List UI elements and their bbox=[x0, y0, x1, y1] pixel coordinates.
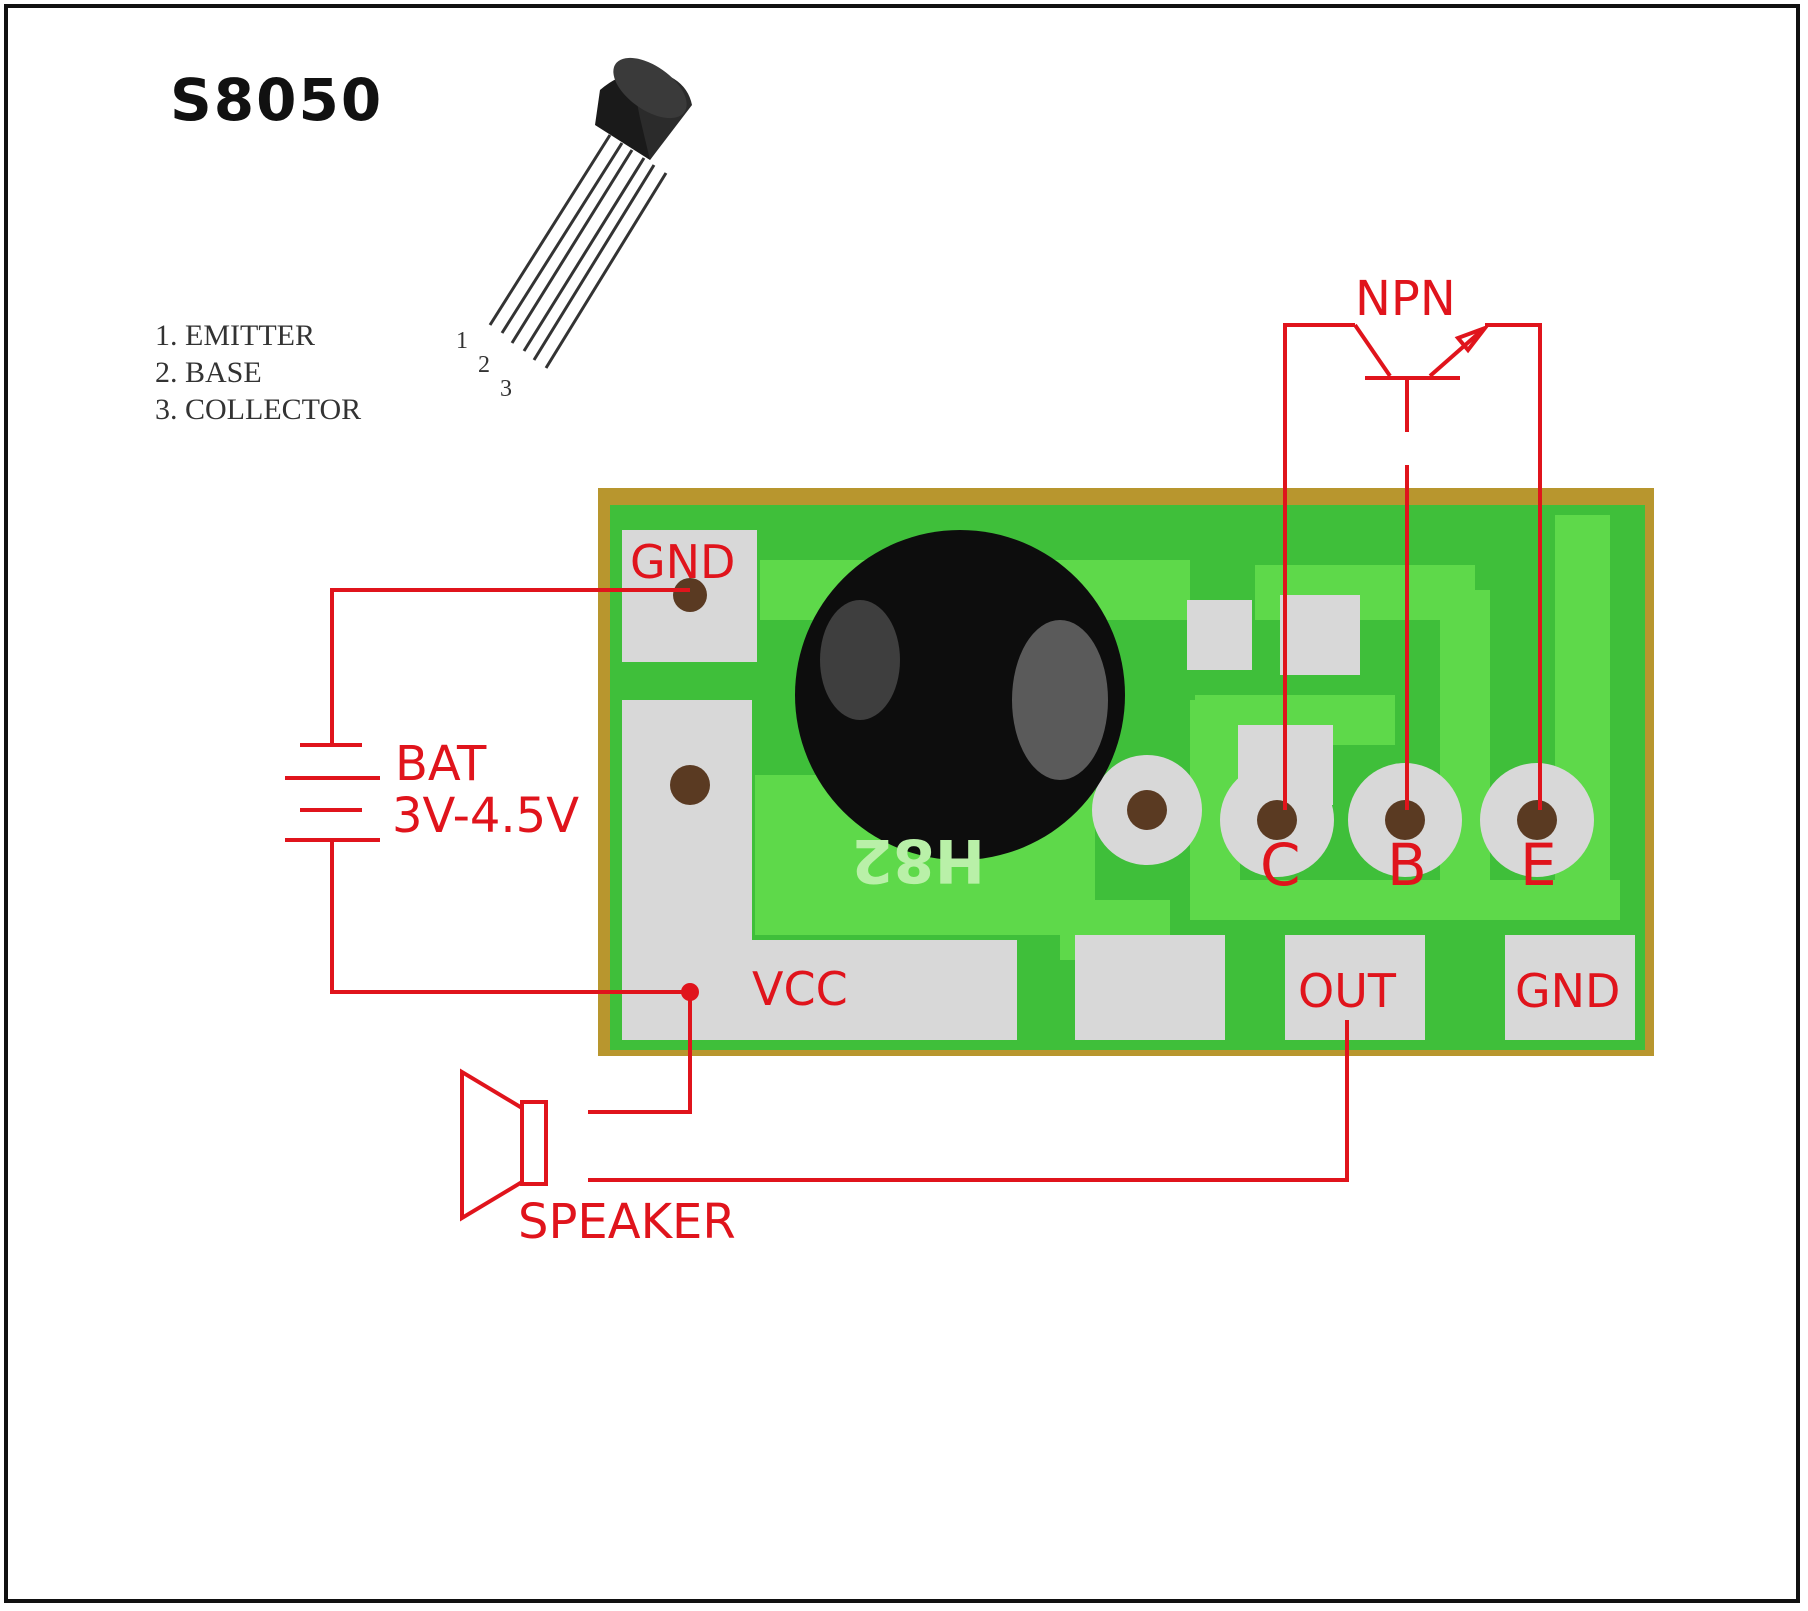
wiring bbox=[330, 323, 1542, 1182]
npn-label: NPN bbox=[1355, 271, 1456, 327]
pin-e-label: E bbox=[1520, 831, 1557, 899]
pin-number-3: 3 bbox=[500, 376, 512, 402]
diagram-frame bbox=[4, 4, 1800, 1603]
part-title: S8050 bbox=[170, 66, 383, 134]
pin-number-2: 2 bbox=[478, 352, 490, 378]
vcc-junction-dot bbox=[681, 983, 699, 1001]
pin-legend-collector: 3. COLLECTOR bbox=[155, 393, 361, 426]
out-label: OUT bbox=[1298, 964, 1397, 1018]
pin-number-1: 1 bbox=[456, 328, 468, 354]
gnd-bottom-label: GND bbox=[1515, 964, 1620, 1018]
pin-c-label: C bbox=[1260, 831, 1301, 899]
battery-icon bbox=[285, 743, 380, 842]
emitter-arrow-icon bbox=[1454, 323, 1491, 354]
transistor-package-icon bbox=[488, 57, 692, 369]
pin-legend-base: 2. BASE bbox=[155, 356, 262, 389]
gnd-top-label: GND bbox=[630, 535, 735, 589]
pin-legend-emitter: 1. EMITTER bbox=[155, 319, 315, 352]
pin-b-label: B bbox=[1387, 831, 1427, 899]
bat-voltage-label: 3V-4.5V bbox=[392, 788, 579, 844]
bat-label: BAT bbox=[395, 736, 487, 792]
board-silkscreen: H82 bbox=[851, 825, 985, 895]
speaker-label: SPEAKER bbox=[518, 1194, 736, 1250]
vcc-label: VCC bbox=[752, 962, 848, 1016]
speaker-icon bbox=[460, 1068, 548, 1222]
pcb-board: H82 bbox=[598, 488, 1654, 1056]
